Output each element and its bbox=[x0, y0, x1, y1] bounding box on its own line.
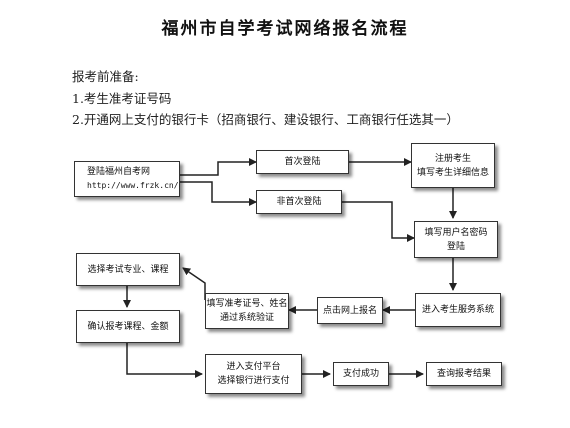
verify-label: 填写准考证号、姓名 bbox=[206, 299, 288, 309]
site-url-link[interactable]: http://www.frzk.cn/ bbox=[87, 181, 179, 190]
fill-account-label: 填写用户名密码 bbox=[424, 227, 488, 238]
register-detail-label: 填写考生详细信息 bbox=[416, 167, 489, 178]
confirm-label: 确认报考课程、金额 bbox=[87, 321, 169, 332]
choose-course-label: 选择考试专业、课程 bbox=[87, 264, 169, 275]
pay-success-label: 支付成功 bbox=[342, 369, 379, 379]
arrow-to-payment bbox=[126, 343, 203, 378]
register-box: 注册考生 填写考生详细信息 bbox=[411, 143, 495, 188]
arrow-to-first-login bbox=[180, 158, 257, 176]
first-login-label: 首次登陆 bbox=[284, 157, 321, 167]
preparation-item: 1.考生准考证号码 bbox=[72, 91, 172, 106]
click-register-box: 点击网上报名 bbox=[317, 297, 383, 324]
login-site-box: 登陆福州自考网 http://www.frzk.cn/ bbox=[74, 161, 180, 197]
query-result-label: 查询报考结果 bbox=[436, 369, 491, 379]
click-register-label: 点击网上报名 bbox=[322, 305, 377, 316]
arrow-to-choose-course bbox=[182, 267, 206, 300]
preparation-item: 2.开通网上支付的银行卡（招商银行、建设银行、工商银行任选其一） bbox=[72, 112, 459, 127]
arrow-to-fill-account bbox=[342, 201, 415, 242]
payment-label: 进入支付平台 bbox=[226, 362, 281, 372]
arrow-to-not-first-login bbox=[180, 181, 257, 206]
fill-account-box: 填写用户名密码 登陆 bbox=[414, 221, 498, 258]
not-first-login-box: 非首次登陆 bbox=[256, 190, 342, 214]
page-title: 福州市自学考试网络报名流程 bbox=[161, 19, 409, 39]
first-login-box: 首次登陆 bbox=[256, 150, 349, 174]
verify-detail-label: 通过系统验证 bbox=[219, 313, 274, 323]
preparation-heading: 报考前准备: bbox=[72, 69, 139, 84]
pay-success-box: 支付成功 bbox=[333, 362, 389, 386]
verify-box: 填写准考证号、姓名 通过系统验证 bbox=[205, 293, 289, 329]
not-first-login-label: 非首次登陆 bbox=[276, 197, 322, 207]
payment-detail-label: 选择银行进行支付 bbox=[217, 376, 290, 386]
payment-box: 进入支付平台 选择银行进行支付 bbox=[205, 354, 302, 394]
register-label: 注册考生 bbox=[434, 153, 471, 164]
enter-system-label: 进入考生服务系统 bbox=[421, 305, 494, 315]
enter-system-box: 进入考生服务系统 bbox=[415, 293, 501, 327]
login-label: 登陆 bbox=[446, 241, 465, 252]
confirm-box: 确认报考课程、金额 bbox=[76, 310, 180, 343]
query-result-box: 查询报考结果 bbox=[426, 362, 502, 386]
login-site-label: 登陆福州自考网 bbox=[87, 167, 151, 177]
choose-course-box: 选择考试专业、课程 bbox=[76, 253, 180, 286]
